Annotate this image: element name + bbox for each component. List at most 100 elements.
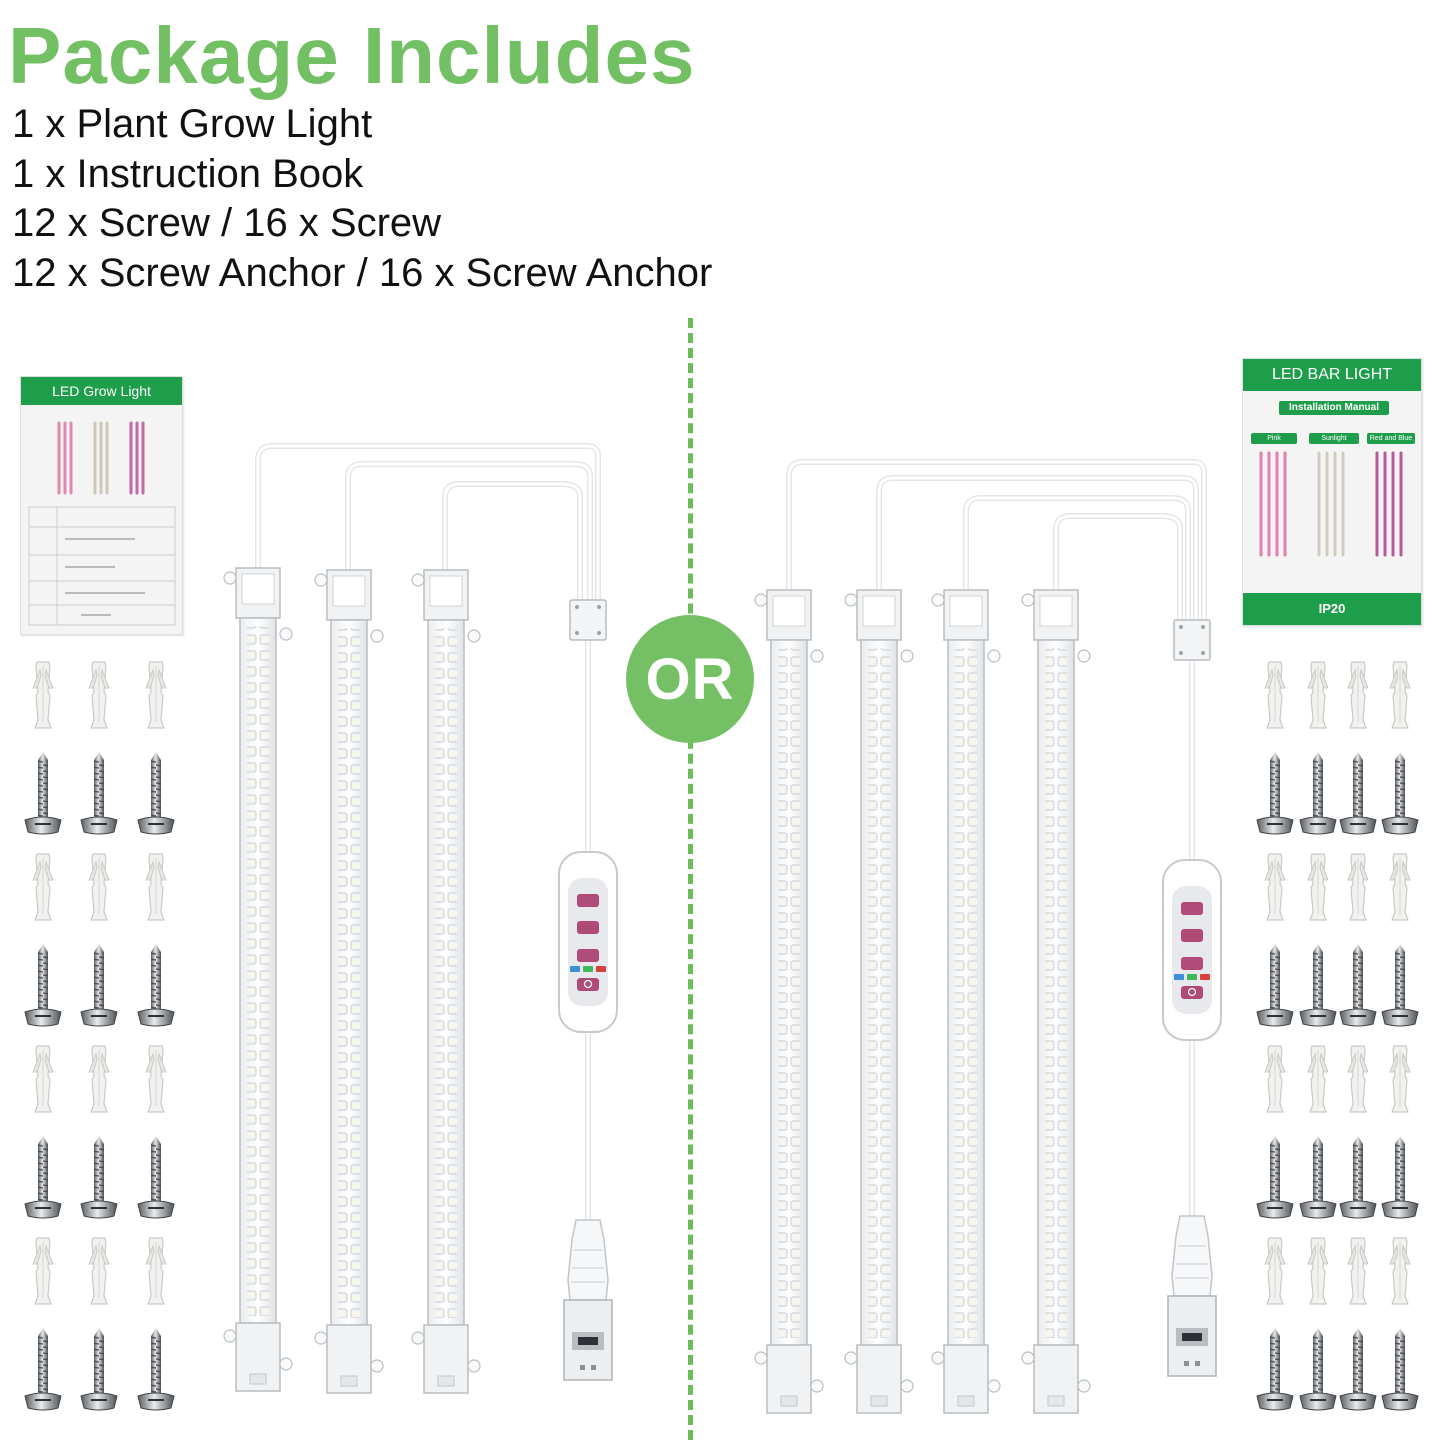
cable-junction-icon — [1173, 619, 1211, 661]
screw-icon — [24, 943, 62, 1027]
screw-icon — [1381, 751, 1419, 835]
screw-icon — [80, 751, 118, 835]
led-bar-icon — [411, 569, 481, 1394]
screw-icon — [1256, 751, 1294, 835]
screw-anchor-icon — [1347, 853, 1369, 921]
controller-icon — [1162, 859, 1222, 1041]
screw-icon — [137, 751, 175, 835]
list-item: 12 x Screw / 16 x Screw — [12, 201, 442, 245]
screw-icon — [1256, 1135, 1294, 1219]
screw-anchor-icon — [88, 853, 110, 921]
package-contents-list: 1 x Plant Grow Light 1 x Instruction Boo… — [12, 100, 712, 298]
screw-anchor-icon — [1347, 1045, 1369, 1113]
screw-anchor-icon — [32, 1045, 54, 1113]
screw-icon — [1299, 943, 1337, 1027]
screw-anchor-icon — [1264, 1237, 1286, 1305]
screw-row — [1256, 751, 1419, 835]
option-divider — [688, 318, 693, 1440]
screw-anchor-row — [1264, 1045, 1411, 1113]
usb-plug-icon — [563, 1219, 613, 1381]
screw-icon — [24, 751, 62, 835]
screw-icon — [80, 1327, 118, 1411]
screw-row — [1256, 1135, 1419, 1219]
kit-3-bar — [223, 443, 618, 1394]
cable-junction-icon — [569, 599, 607, 641]
screw-icon — [80, 1135, 118, 1219]
screw-icon — [24, 1135, 62, 1219]
screw-anchor-row — [32, 853, 167, 921]
screw-icon — [1339, 1327, 1377, 1411]
screw-anchor-icon — [88, 1237, 110, 1305]
led-bar-icon — [844, 589, 914, 1414]
or-badge: OR — [626, 615, 754, 743]
screw-icon — [1339, 751, 1377, 835]
list-item: 1 x Plant Grow Light — [12, 102, 373, 146]
screw-icon — [1299, 751, 1337, 835]
page-title: Package Includes — [8, 11, 696, 100]
screw-row — [24, 1135, 175, 1219]
screw-row — [24, 943, 175, 1027]
manual-page-graphic — [28, 421, 176, 626]
screw-anchor-icon — [88, 661, 110, 729]
screw-anchor-icon — [1307, 661, 1329, 729]
mode-label: Red and Blue — [1367, 433, 1415, 444]
manual-title: LED Grow Light — [21, 377, 182, 405]
screw-anchor-icon — [32, 853, 54, 921]
screw-anchor-icon — [1264, 1045, 1286, 1113]
manual-subtitle: Installation Manual — [1279, 401, 1389, 415]
screw-icon — [137, 943, 175, 1027]
screw-anchor-row — [1264, 661, 1411, 729]
screw-icon — [137, 1327, 175, 1411]
screw-anchor-icon — [1307, 853, 1329, 921]
led-bar-icon — [223, 567, 293, 1392]
screw-icon — [24, 1327, 62, 1411]
led-bar-icon — [314, 569, 384, 1394]
screw-icon — [137, 1135, 175, 1219]
screw-icon — [1381, 1327, 1419, 1411]
screw-anchor-row — [32, 1237, 167, 1305]
kit-4-bar — [754, 459, 1222, 1414]
usb-plug-icon — [1167, 1215, 1217, 1377]
screw-icon — [1339, 1135, 1377, 1219]
screw-row — [1256, 943, 1419, 1027]
screw-anchor-icon — [1264, 661, 1286, 729]
manual-title: LED BAR LIGHT — [1243, 359, 1421, 391]
manual-page-graphic — [1259, 451, 1403, 557]
list-item: 12 x Screw Anchor / 16 x Screw Anchor — [12, 250, 713, 295]
screw-anchor-row — [32, 661, 167, 729]
led-bar-icon — [1021, 589, 1091, 1414]
screw-anchor-icon — [145, 1045, 167, 1113]
screw-icon — [80, 943, 118, 1027]
hardware-left — [24, 661, 175, 1411]
hardware-right — [1256, 661, 1419, 1411]
screw-icon — [1381, 943, 1419, 1027]
screw-anchor-icon — [32, 1237, 54, 1305]
manual-icon: LED BAR LIGHT Installation Manual Pink S… — [1242, 358, 1422, 626]
screw-anchor-icon — [1389, 661, 1411, 729]
screw-anchor-row — [32, 1045, 167, 1113]
screw-anchor-icon — [1389, 1045, 1411, 1113]
screw-icon — [1256, 1327, 1294, 1411]
screw-anchor-icon — [1264, 853, 1286, 921]
mode-label: Sunlight — [1309, 433, 1359, 444]
screw-anchor-icon — [88, 1045, 110, 1113]
screw-anchor-icon — [145, 853, 167, 921]
screw-anchor-icon — [1389, 853, 1411, 921]
screw-row — [24, 1327, 175, 1411]
led-bar-icon — [931, 589, 1001, 1414]
screw-anchor-icon — [1347, 661, 1369, 729]
manual-icon: LED Grow Light — [20, 376, 183, 635]
screw-anchor-icon — [1307, 1045, 1329, 1113]
screw-anchor-icon — [1347, 1237, 1369, 1305]
screw-icon — [1381, 1135, 1419, 1219]
screw-anchor-icon — [145, 661, 167, 729]
screw-anchor-row — [1264, 853, 1411, 921]
screw-icon — [1299, 1135, 1337, 1219]
screw-anchor-icon — [1389, 1237, 1411, 1305]
led-bar-icon — [754, 589, 824, 1414]
controller-icon — [558, 851, 618, 1033]
mode-label: Pink — [1251, 433, 1297, 444]
screw-row — [24, 751, 175, 835]
screw-anchor-icon — [145, 1237, 167, 1305]
